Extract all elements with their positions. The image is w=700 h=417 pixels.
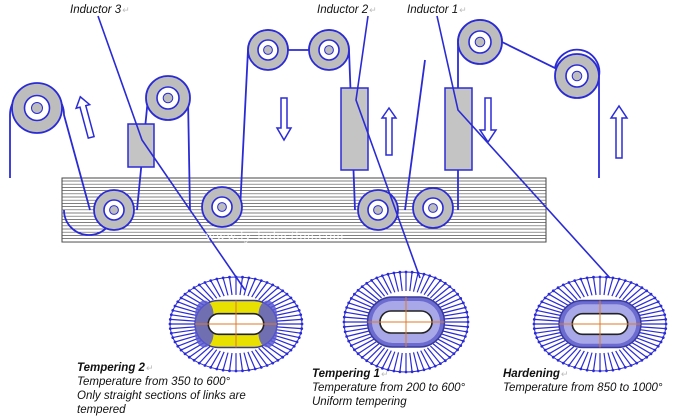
- roller: [201, 186, 243, 228]
- direction-arrows: [74, 95, 629, 159]
- paragraph-mark: ↵: [459, 5, 467, 15]
- section-tempering-2: [168, 275, 304, 373]
- roller: [93, 189, 135, 231]
- roller: [247, 29, 289, 71]
- caption-line: Temperature from 200 to 600°: [312, 382, 466, 394]
- caption-tempering-1: Tempering 1↵ Temperature from 200 to 600…: [312, 368, 466, 408]
- caption-line: Uniform tempering: [312, 396, 407, 408]
- caption-tempering-2: Tempering 2↵ Temperature from 350 to 600…: [77, 362, 246, 416]
- inductor-2-block: [340, 87, 369, 171]
- inductor-1-block: [444, 87, 473, 171]
- roller: [554, 53, 600, 99]
- caption-line: Only straight sections of links are: [77, 390, 246, 402]
- arrow-up-inductor-2: [380, 106, 398, 156]
- roller: [457, 19, 503, 65]
- chain-band: [61, 177, 547, 243]
- roller: [357, 189, 399, 231]
- caption-line: tempered: [77, 404, 126, 416]
- watermark: www.iy-induction.com: [205, 229, 344, 244]
- caption-title: Tempering 1: [312, 368, 380, 380]
- arrow-down-middle: [275, 97, 293, 142]
- paragraph-mark: ↵: [122, 5, 130, 15]
- leader-lines: [97, 15, 611, 291]
- section-tempering-1: [342, 270, 470, 374]
- leader-inductor-3: [97, 15, 246, 291]
- arrow-down-inductor-1: [478, 97, 498, 144]
- paragraph-mark: ↵: [369, 5, 377, 15]
- caption-title: Hardening: [503, 368, 560, 380]
- leader-inductor-1: [436, 15, 611, 279]
- label-inductor-3: Inductor 3↵: [70, 4, 130, 16]
- roller: [145, 75, 191, 121]
- label-inductor-1: Inductor 1↵: [407, 4, 467, 16]
- roller: [412, 187, 454, 229]
- label-inductor-2: Inductor 2↵: [317, 4, 377, 16]
- caption-line: Temperature from 350 to 600°: [77, 376, 231, 388]
- cross-sections: [168, 270, 668, 374]
- inductor-3-block: [127, 123, 155, 168]
- caption-title: Tempering 2: [77, 362, 145, 374]
- arrow-up-left: [74, 95, 95, 140]
- arrow-up-right: [609, 104, 629, 159]
- roller: [11, 82, 63, 134]
- caption-hardening: Hardening↵ Temperature from 850 to 1000°: [503, 368, 663, 394]
- roller: [308, 29, 350, 71]
- rollers: [11, 19, 600, 231]
- inductor-coils: [127, 87, 473, 171]
- section-hardening: [532, 275, 668, 373]
- caption-line: Temperature from 850 to 1000°: [503, 382, 663, 394]
- leader-inductor-2: [355, 15, 421, 279]
